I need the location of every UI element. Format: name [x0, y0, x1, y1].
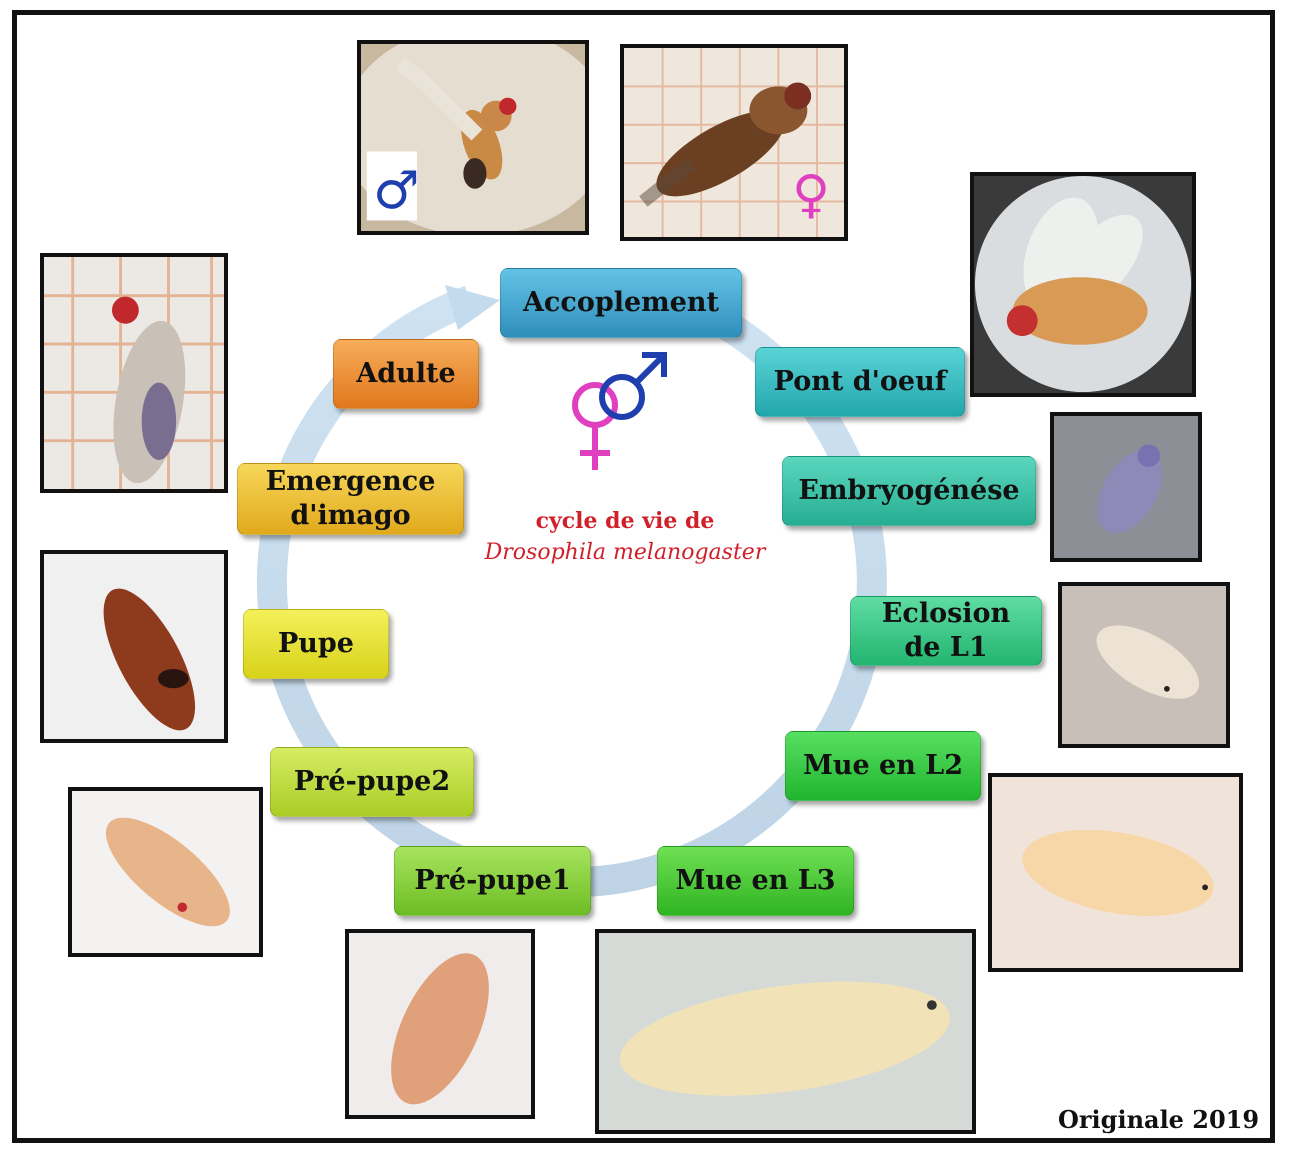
caption-species-name: Drosophila melanogaster	[450, 537, 800, 569]
photo-emerging-adult	[40, 253, 228, 493]
female-symbol-icon: ♀	[792, 166, 830, 224]
step-label: Mue en L3	[675, 864, 835, 898]
step-emergence: Emergence d'imago	[237, 463, 464, 535]
photo-prepupa-1	[345, 929, 535, 1119]
step-label: Pupe	[278, 627, 354, 661]
photo-larva-l3	[595, 929, 976, 1134]
male-symbol-icon: ♂	[373, 162, 420, 220]
mating-symbols-icon	[560, 345, 680, 480]
step-label: Mue en L2	[803, 749, 963, 783]
step-label: Adulte	[356, 357, 455, 391]
step-label: Pré-pupe1	[414, 864, 570, 898]
step-embryogenese: Embryogénése	[782, 456, 1036, 526]
step-label: Embryogénése	[798, 474, 1019, 508]
photo-larva-l1	[1058, 582, 1230, 748]
step-eclosion: Eclosion de L1	[850, 596, 1042, 666]
step-label: Pont d'oeuf	[774, 365, 947, 399]
step-label: Emergence d'imago	[266, 465, 436, 533]
step-label: Accoplement	[523, 286, 719, 320]
photo-larva-l2	[988, 773, 1243, 972]
photo-embryo	[1050, 412, 1202, 562]
photo-male-adult: ♂	[357, 40, 589, 235]
step-ponte: Pont d'oeuf	[755, 347, 965, 417]
step-pupe: Pupe	[243, 609, 389, 679]
step-label: Pré-pupe2	[294, 765, 450, 799]
photo-female-adult: ♀	[620, 44, 848, 241]
caption-line-1: cycle de vie de	[450, 505, 800, 537]
step-mue-l2: Mue en L2	[785, 731, 981, 801]
step-pre-pupe-1: Pré-pupe1	[394, 846, 591, 916]
step-label: Eclosion de L1	[882, 597, 1010, 665]
photo-pupa	[40, 550, 228, 743]
step-accouplement: Accoplement	[500, 268, 742, 338]
step-adulte: Adulte	[333, 339, 479, 409]
credit-label: Originale 2019	[1058, 1105, 1259, 1134]
photo-egg-laying-fly	[970, 172, 1196, 397]
ring-arrowhead	[445, 285, 500, 330]
diagram-caption: cycle de vie de Drosophila melanogaster	[450, 505, 800, 569]
photo-prepupa-2	[68, 787, 263, 957]
step-mue-l3: Mue en L3	[657, 846, 854, 916]
step-pre-pupe-2: Pré-pupe2	[270, 747, 474, 817]
